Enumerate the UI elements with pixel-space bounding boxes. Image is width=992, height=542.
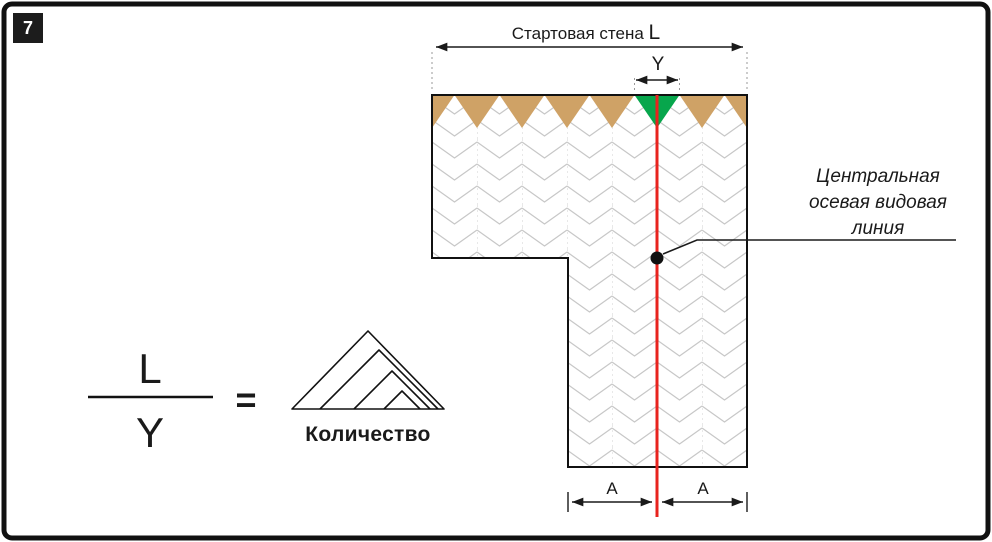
tan-start-triangle: [589, 95, 635, 128]
dim-a-right-label: A: [697, 479, 709, 498]
triangle-icon-chevron-3: [383, 390, 421, 410]
herringbone-triangle-icon: [291, 330, 445, 410]
figure-number: 7: [23, 18, 33, 38]
figure-number-badge: [13, 13, 43, 43]
tan-start-triangle: [499, 95, 545, 128]
dim-top-label: Стартовая стена L: [512, 21, 660, 44]
dim-top-variable: L: [649, 21, 661, 44]
start-triangle-row: [432, 95, 747, 128]
tan-start-triangle: [679, 95, 725, 128]
parquet-shape-outline: [431, 94, 748, 468]
dim-a-left-label: A: [606, 479, 618, 498]
dim-a: A A: [567, 479, 748, 512]
dim-top-label-text: Стартовая стена: [512, 24, 649, 43]
dim-top: Стартовая стена L: [431, 21, 748, 92]
triangle-icon-chevron-1: [319, 349, 439, 410]
triangle-icon-outline: [291, 330, 445, 410]
tan-start-triangle: [544, 95, 590, 128]
formula-numerator: L: [138, 345, 161, 392]
annotation-text: Центральная осевая видовая линия: [809, 166, 947, 239]
annotation-line-3: линия: [851, 218, 904, 239]
triangle-icon-chevron-2: [353, 370, 431, 410]
formula-denominator: Y: [136, 409, 164, 456]
annotation-leader-line: [662, 239, 956, 255]
dim-y: Y: [634, 54, 680, 92]
annotation-line-2: осевая видовая: [809, 192, 947, 213]
tan-start-triangle: [432, 95, 455, 128]
equals-sign: =: [235, 379, 256, 420]
annotation-line-1: Центральная: [816, 166, 940, 187]
formula: L Y = Количество: [88, 330, 445, 456]
dim-y-label: Y: [652, 54, 665, 75]
result-label: Количество: [305, 423, 430, 446]
axis-point-dot: [650, 251, 664, 265]
tan-start-triangle: [454, 95, 500, 128]
tan-start-triangle: [724, 95, 747, 128]
